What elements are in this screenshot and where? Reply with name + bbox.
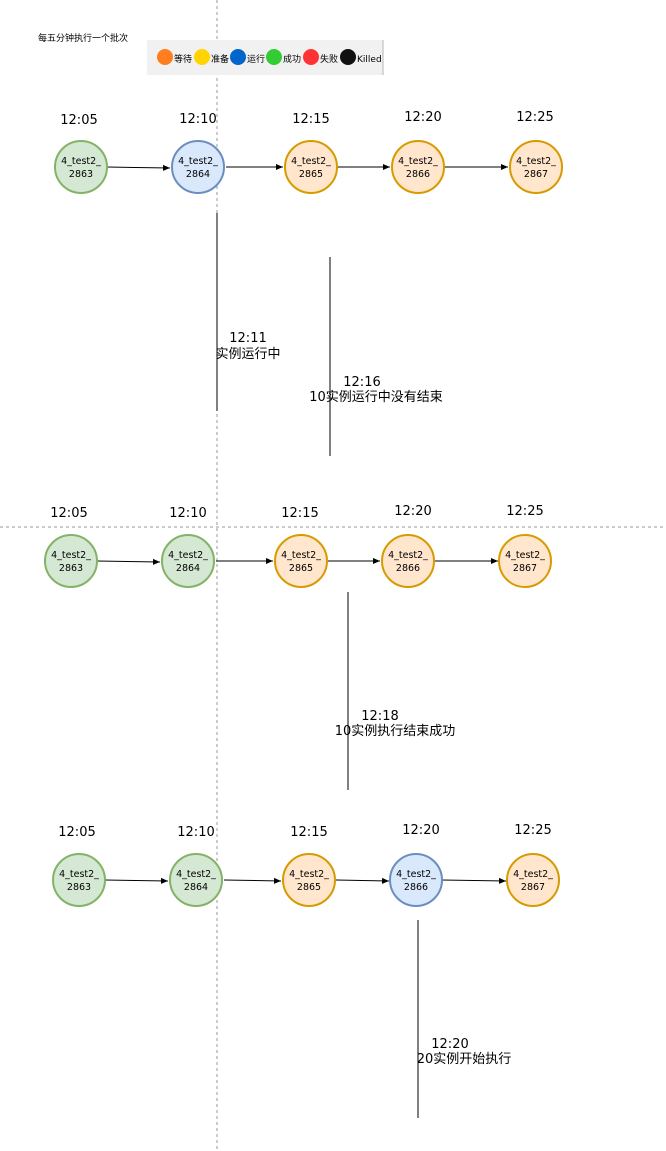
task-node[interactable]: 4_test2_ 2863 bbox=[44, 534, 98, 588]
node-label-line2: 2865 bbox=[289, 563, 313, 574]
time-label: 12:10 bbox=[169, 506, 206, 521]
time-label: 12:15 bbox=[292, 112, 329, 127]
node-label-line1: 4_test2_ bbox=[281, 550, 321, 561]
time-label: 12:10 bbox=[177, 825, 214, 840]
time-label: 12:25 bbox=[506, 504, 543, 519]
flow-arrow bbox=[223, 877, 282, 884]
node-label-line1: 4_test2_ bbox=[289, 869, 329, 880]
node-label-line1: 4_test2_ bbox=[59, 869, 99, 880]
node-label-line1: 4_test2_ bbox=[396, 869, 436, 880]
annotation-time: 12:16 bbox=[343, 375, 380, 390]
page-title: 每五分钟执行一个批次 bbox=[38, 32, 128, 44]
time-label: 12:20 bbox=[402, 823, 439, 838]
legend: 等待 准备 运行 成功 失败 Killed bbox=[147, 40, 384, 75]
time-label: 12:05 bbox=[58, 825, 95, 840]
flow-arrow bbox=[96, 558, 161, 565]
time-label: 12:20 bbox=[394, 504, 431, 519]
node-label-line1: 4_test2_ bbox=[168, 550, 208, 561]
time-label: 12:05 bbox=[50, 506, 87, 521]
node-label-line2: 2864 bbox=[186, 169, 210, 180]
flow-arrow bbox=[106, 164, 171, 171]
node-label-line2: 2867 bbox=[524, 169, 548, 180]
task-node[interactable]: 4_test2_ 2866 bbox=[389, 853, 443, 907]
task-node[interactable]: 4_test2_ 2867 bbox=[498, 534, 552, 588]
time-label: 12:10 bbox=[179, 112, 216, 127]
annotation-text: 实例运行中 bbox=[215, 347, 280, 362]
node-label-line1: 4_test2_ bbox=[398, 156, 438, 167]
node-label-line1: 4_test2_ bbox=[178, 156, 218, 167]
time-label: 12:20 bbox=[404, 110, 441, 125]
flow-arrow bbox=[104, 877, 169, 884]
timeline-row-3: 12:05 12:10 12:15 12:20 12:25 4_test2_ 2… bbox=[52, 823, 560, 1118]
legend-swatch-killed bbox=[340, 49, 356, 65]
node-label-line2: 2863 bbox=[59, 563, 83, 574]
time-label: 12:25 bbox=[514, 823, 551, 838]
task-node[interactable]: 4_test2_ 2866 bbox=[381, 534, 435, 588]
legend-label-success: 成功 bbox=[283, 53, 301, 65]
legend-label-failed: 失败 bbox=[320, 53, 338, 65]
legend-label-running: 运行 bbox=[247, 53, 265, 65]
node-label-line1: 4_test2_ bbox=[513, 869, 553, 880]
time-label: 12:05 bbox=[60, 113, 97, 128]
task-node[interactable]: 4_test2_ 2867 bbox=[506, 853, 560, 907]
legend-swatch-failed bbox=[303, 49, 319, 65]
node-label-line2: 2863 bbox=[67, 882, 91, 893]
legend-label-ready: 准备 bbox=[211, 53, 229, 65]
node-label-line2: 2865 bbox=[297, 882, 321, 893]
task-node[interactable]: 4_test2_ 2865 bbox=[282, 853, 336, 907]
task-node[interactable]: 4_test2_ 2865 bbox=[284, 140, 338, 194]
node-label-line1: 4_test2_ bbox=[176, 869, 216, 880]
annotation-text: 10实例运行中没有结束 bbox=[309, 390, 443, 405]
node-label-line2: 2864 bbox=[176, 563, 200, 574]
node-label-line1: 4_test2_ bbox=[516, 156, 556, 167]
node-label-line2: 2866 bbox=[396, 563, 420, 574]
task-node[interactable]: 4_test2_ 2864 bbox=[171, 140, 225, 194]
node-label-line2: 2865 bbox=[299, 169, 323, 180]
annotation-time: 12:18 bbox=[361, 709, 398, 724]
task-node[interactable]: 4_test2_ 2863 bbox=[54, 140, 108, 194]
timeline-row-2: 12:05 12:10 12:15 12:20 12:25 4_test2_ 2… bbox=[44, 504, 552, 790]
legend-label-waiting: 等待 bbox=[174, 53, 192, 65]
legend-swatch-success bbox=[266, 49, 282, 65]
node-label-line2: 2863 bbox=[69, 169, 93, 180]
annotation-time: 12:20 bbox=[431, 1037, 468, 1052]
node-label-line2: 2864 bbox=[184, 882, 208, 893]
node-label-line2: 2866 bbox=[406, 169, 430, 180]
annotation-text: 20实例开始执行 bbox=[417, 1052, 512, 1067]
task-node[interactable]: 4_test2_ 2863 bbox=[52, 853, 106, 907]
annotation-text: 10实例执行结束成功 bbox=[335, 724, 456, 739]
node-label-line2: 2867 bbox=[513, 563, 537, 574]
task-node[interactable]: 4_test2_ 2867 bbox=[509, 140, 563, 194]
task-node[interactable]: 4_test2_ 2865 bbox=[274, 534, 328, 588]
legend-swatch-running bbox=[230, 49, 246, 65]
node-label-line1: 4_test2_ bbox=[291, 156, 331, 167]
flow-arrow bbox=[441, 877, 507, 884]
node-label-line1: 4_test2_ bbox=[51, 550, 91, 561]
timeline-row-1: 12:05 12:10 12:15 12:20 12:25 4_test2_ 2… bbox=[54, 110, 563, 456]
task-node[interactable]: 4_test2_ 2864 bbox=[169, 853, 223, 907]
time-label: 12:15 bbox=[290, 825, 327, 840]
legend-swatch-waiting bbox=[157, 49, 173, 65]
task-node[interactable]: 4_test2_ 2866 bbox=[391, 140, 445, 194]
time-label: 12:15 bbox=[281, 506, 318, 521]
node-label-line2: 2867 bbox=[521, 882, 545, 893]
task-node[interactable]: 4_test2_ 2864 bbox=[161, 534, 215, 588]
legend-swatch-ready bbox=[194, 49, 210, 65]
annotation-time: 12:11 bbox=[229, 331, 266, 346]
flow-arrow bbox=[335, 877, 390, 884]
node-label-line1: 4_test2_ bbox=[388, 550, 428, 561]
node-label-line2: 2866 bbox=[404, 882, 428, 893]
time-label: 12:25 bbox=[516, 110, 553, 125]
node-label-line1: 4_test2_ bbox=[61, 156, 101, 167]
legend-label-killed: Killed bbox=[357, 55, 382, 65]
node-label-line1: 4_test2_ bbox=[505, 550, 545, 561]
